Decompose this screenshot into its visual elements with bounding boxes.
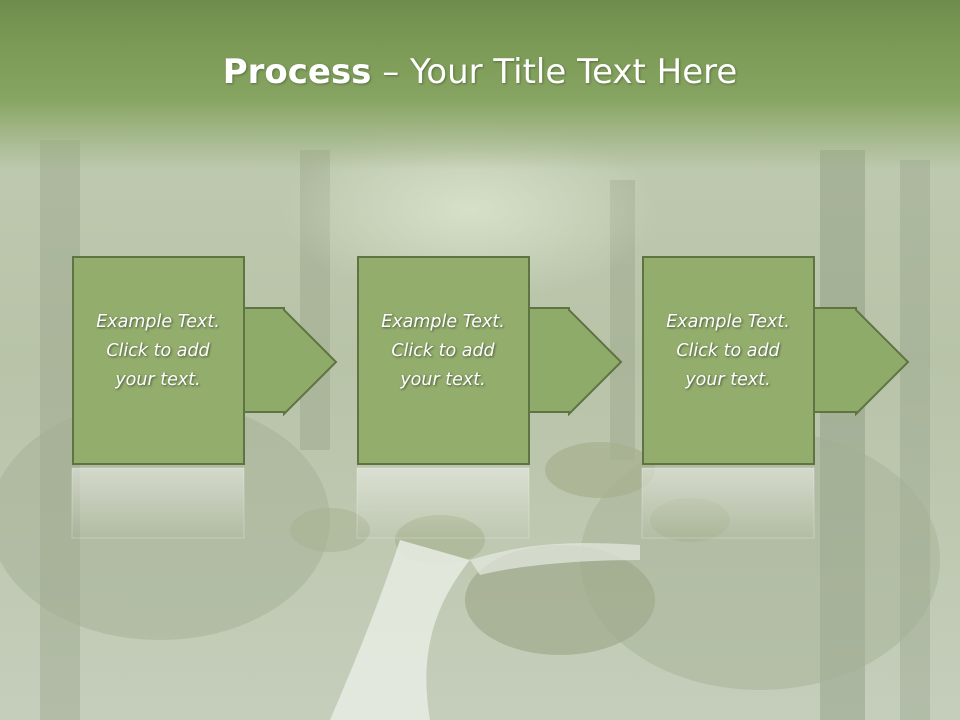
slide-title[interactable]: Process – Your Title Text Here (0, 52, 960, 92)
process-step-reflection (71, 467, 245, 539)
process-box (72, 256, 245, 465)
process-step-2[interactable]: Example Text. Click to add your text. (356, 256, 697, 546)
process-step-shape (356, 256, 623, 539)
title-bold-text: Process (222, 52, 372, 92)
step-text-line: your text. (685, 370, 771, 390)
step-text-line: Click to add (676, 341, 780, 361)
arrow-right-icon (243, 307, 338, 417)
process-box (357, 256, 530, 465)
step-text-line: Click to add (391, 341, 495, 361)
process-step-shape (71, 256, 338, 539)
process-step-text: Example Text. Click to add your text. (357, 308, 529, 395)
step-text-line: Example Text. (381, 312, 505, 332)
process-step-reflection (641, 467, 815, 539)
step-text-line: your text. (400, 370, 486, 390)
title-rest-text: – Your Title Text Here (371, 52, 738, 92)
process-step-3[interactable]: Example Text. Click to add your text. (641, 256, 960, 546)
process-step-shape (641, 256, 910, 539)
process-step-1[interactable]: Example Text. Click to add your text. (71, 256, 412, 546)
process-step-text: Example Text. Click to add your text. (642, 308, 814, 395)
arrow-right-icon (528, 307, 623, 417)
step-text-line: your text. (115, 370, 201, 390)
process-box (642, 256, 815, 465)
arrow-right-icon (813, 307, 910, 417)
process-step-reflection (356, 467, 530, 539)
process-step-text: Example Text. Click to add your text. (72, 308, 244, 395)
step-text-line: Click to add (106, 341, 210, 361)
step-text-line: Example Text. (96, 312, 220, 332)
title-banner: Process – Your Title Text Here (0, 0, 960, 170)
step-text-line: Example Text. (666, 312, 790, 332)
